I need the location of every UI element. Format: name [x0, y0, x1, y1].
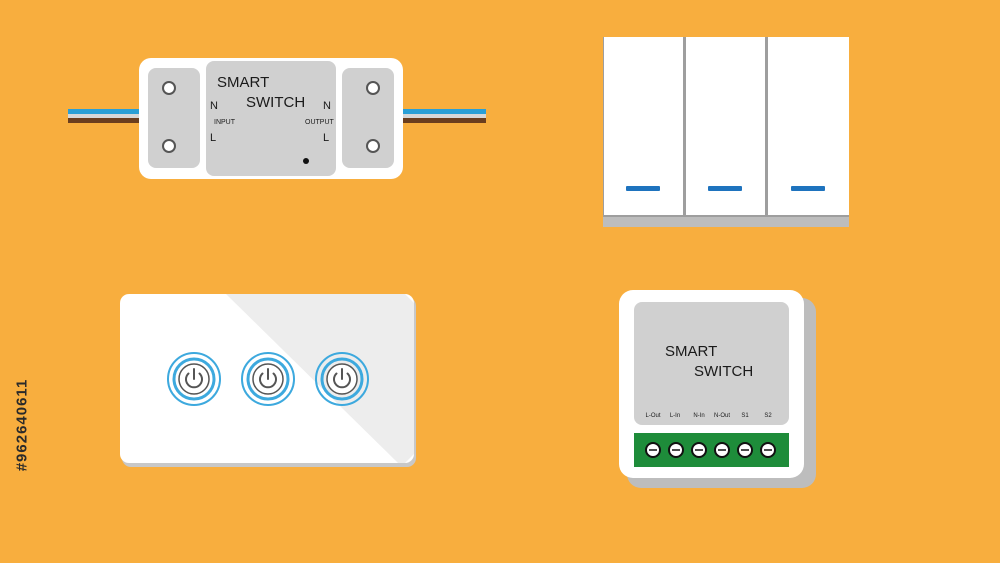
- touch-button-2[interactable]: [241, 352, 295, 406]
- mini-title-line2: SWITCH: [694, 363, 753, 380]
- label-panel: [206, 61, 336, 176]
- mini-label-panel: [634, 302, 789, 425]
- inline-smart-switch: SMART SWITCH N INPUT L N OUTPUT L: [68, 58, 486, 179]
- screw-icon: [366, 139, 380, 153]
- power-icon: [333, 372, 351, 389]
- power-icon: [185, 372, 203, 389]
- rocker-gang-3: [768, 37, 849, 215]
- terminal-label: L-Out: [645, 413, 660, 419]
- terminal-label: L-In: [670, 413, 680, 419]
- module-title-line1: SMART: [217, 74, 269, 91]
- side-id-strip: #962640611: [8, 300, 36, 550]
- touch-button-3[interactable]: [315, 352, 369, 406]
- rocker-switch: [603, 37, 849, 227]
- input-l-label: L: [210, 132, 216, 144]
- indicator-led-icon: [791, 186, 825, 191]
- terminal-label: S1: [741, 413, 749, 419]
- power-icon: [259, 372, 277, 389]
- rocker-gang-1: [604, 37, 683, 215]
- touch-button-1[interactable]: [167, 352, 221, 406]
- touch-panel: [120, 294, 416, 467]
- screw-icon: [162, 81, 176, 95]
- mini-title-line1: SMART: [665, 343, 717, 360]
- right-terminal-block: [342, 68, 394, 168]
- indicator-led-icon: [626, 186, 660, 191]
- image-id-text: #962640611: [13, 378, 31, 472]
- input-label: INPUT: [214, 119, 236, 126]
- status-led-icon: [303, 158, 309, 164]
- terminal-screws: [645, 442, 776, 458]
- mini-smart-switch: SMART SWITCH L-Out L-In N-In N-Out S1 S2: [619, 290, 816, 488]
- input-wires: [68, 109, 144, 123]
- rocker-gang-2: [686, 37, 765, 215]
- terminal-label: S2: [764, 413, 772, 419]
- module-title-line2: SWITCH: [246, 94, 305, 111]
- output-n-label: N: [323, 100, 331, 112]
- output-l-label: L: [323, 132, 329, 144]
- output-label: OUTPUT: [305, 119, 335, 126]
- glass-reflection: [226, 294, 414, 463]
- indicator-led-icon: [708, 186, 742, 191]
- rocker-base-shadow: [603, 215, 849, 227]
- input-n-label: N: [210, 100, 218, 112]
- left-terminal-block: [148, 68, 200, 168]
- terminal-label: N-Out: [714, 413, 730, 419]
- output-wires: [400, 109, 486, 123]
- screw-icon: [366, 81, 380, 95]
- terminal-label: N-In: [693, 413, 704, 419]
- screw-icon: [162, 139, 176, 153]
